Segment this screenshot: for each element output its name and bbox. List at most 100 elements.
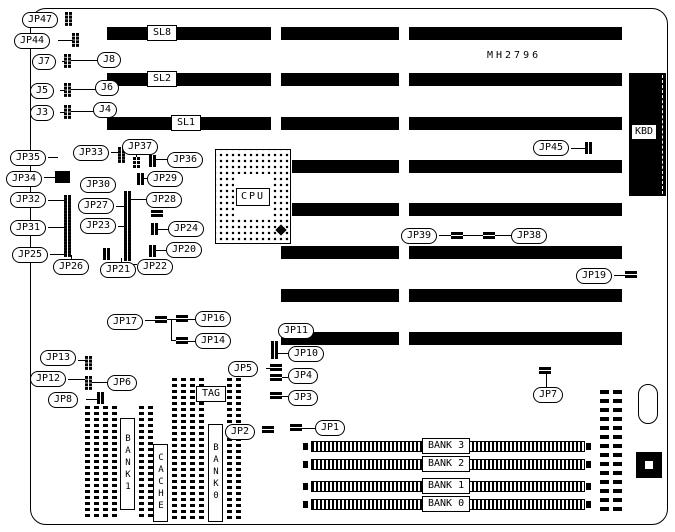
jumper-block <box>64 195 71 257</box>
callout-jp24: JP24 <box>168 221 205 237</box>
leader-line <box>111 152 118 153</box>
callout-j3: J3 <box>30 105 55 121</box>
jumper-block <box>133 157 140 168</box>
simm-end-cap <box>586 443 591 450</box>
leader-line <box>71 89 96 90</box>
callout-jp8: JP8 <box>48 392 79 408</box>
jumper-block <box>149 155 156 167</box>
leader-line <box>48 157 58 158</box>
board-model-text: MH2796 <box>487 50 542 61</box>
label-bank1: BANK 1 <box>422 478 471 494</box>
jumper-block <box>85 356 92 370</box>
simm-end-cap <box>586 461 591 468</box>
slot-segment <box>409 160 622 173</box>
jumper-block <box>176 315 188 322</box>
callout-jp17: JP17 <box>107 314 144 330</box>
callout-jp47: JP47 <box>22 12 59 28</box>
jumper-block <box>451 232 463 239</box>
callout-jp13: JP13 <box>40 350 77 366</box>
leader-line <box>48 227 64 228</box>
cpu-label: CPU <box>235 187 271 206</box>
jumper-block <box>262 426 274 433</box>
leader-line <box>121 258 122 262</box>
slot-segment <box>409 27 622 40</box>
cache-socket <box>85 406 99 520</box>
simm-end-cap <box>303 461 308 468</box>
callout-jp31: JP31 <box>10 220 47 236</box>
leader-line <box>188 319 195 320</box>
leader-line <box>71 255 72 259</box>
jumper-block <box>176 337 188 344</box>
callout-jp1: JP1 <box>315 420 346 436</box>
callout-j5: J5 <box>30 83 55 99</box>
callout-jp16: JP16 <box>195 311 232 327</box>
leader-line <box>48 200 64 201</box>
callout-jp21: JP21 <box>100 262 137 278</box>
callout-jp38: JP38 <box>511 228 548 244</box>
label-tag: TAG <box>196 386 227 402</box>
leader-line <box>44 177 55 178</box>
simm-end-cap <box>303 501 308 508</box>
leader-line <box>188 341 195 342</box>
leader-line <box>156 250 166 251</box>
slot-segment <box>292 203 399 216</box>
slot-segment <box>409 332 622 345</box>
callout-j7: J7 <box>32 54 57 70</box>
callout-jp20: JP20 <box>166 242 203 258</box>
leader-line <box>463 235 483 236</box>
leader-line <box>92 382 107 383</box>
leader-line <box>439 235 451 236</box>
jumper-block <box>270 374 282 381</box>
label-cache-bank0: BANK0 <box>208 424 223 522</box>
cache-socket <box>103 406 117 520</box>
callout-jp19: JP19 <box>576 268 613 284</box>
jumper-block <box>271 341 278 359</box>
kbd-label: KBD <box>631 124 658 140</box>
cache-socket <box>172 378 186 520</box>
jumper-block <box>64 105 71 119</box>
jumper-block <box>118 147 125 163</box>
callout-jp37: JP37 <box>122 139 159 155</box>
callout-jp26: JP26 <box>53 259 90 275</box>
jumper-block <box>124 191 131 261</box>
jumper-block <box>55 171 70 183</box>
slot-segment <box>292 160 399 173</box>
leader-line <box>171 340 176 341</box>
callout-jp10: JP10 <box>288 346 325 362</box>
cache-socket <box>139 406 153 520</box>
simm-end-cap <box>586 483 591 490</box>
jumper-block <box>97 392 104 404</box>
jumper-block <box>270 364 282 371</box>
callout-jp22: JP22 <box>137 259 174 275</box>
jumper-block <box>72 33 79 47</box>
jumper-block <box>290 424 302 431</box>
leader-line <box>71 111 94 112</box>
callout-jp45: JP45 <box>533 140 570 156</box>
slot-segment <box>281 289 399 302</box>
leader-line <box>546 374 547 387</box>
leader-line <box>50 254 64 255</box>
leader-line <box>495 235 511 236</box>
callout-j4: J4 <box>93 102 118 118</box>
jumper-block <box>625 271 637 278</box>
jumper-block <box>64 83 71 97</box>
battery <box>638 384 658 424</box>
leader-line <box>282 377 288 378</box>
jumper-block <box>65 12 72 26</box>
label-cache-bank1: BANK1 <box>120 418 135 510</box>
leader-line <box>58 40 73 41</box>
slot-segment <box>107 73 271 86</box>
callout-j6: J6 <box>95 80 120 96</box>
callout-jp5: JP5 <box>228 361 259 377</box>
callout-jp34: JP34 <box>6 171 43 187</box>
slot-segment <box>107 27 271 40</box>
slot-label-sl2: SL2 <box>147 71 178 87</box>
callout-jp27: JP27 <box>78 198 115 214</box>
leader-line <box>266 368 270 369</box>
leader-line <box>62 61 65 62</box>
leader-line <box>158 229 168 230</box>
power-connector <box>600 390 622 516</box>
leader-line <box>167 319 176 320</box>
slot-segment <box>281 73 399 86</box>
leader-line <box>282 396 288 397</box>
